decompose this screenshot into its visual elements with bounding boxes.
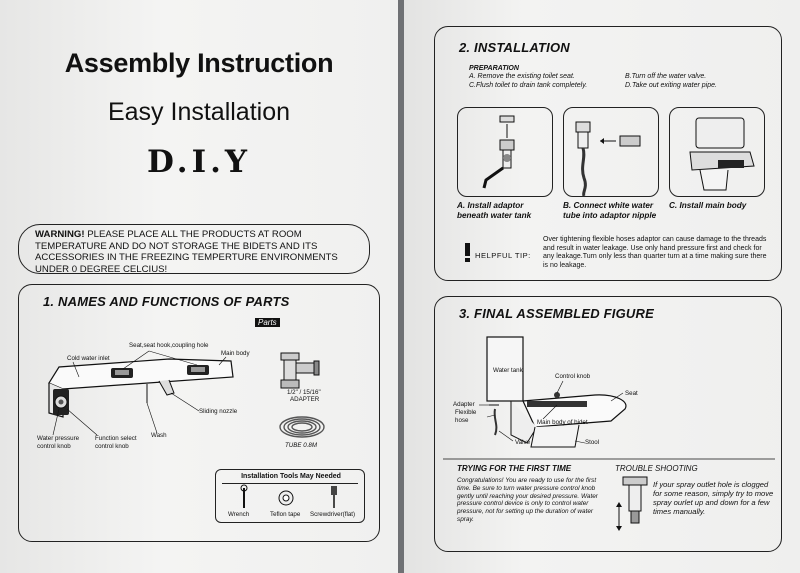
parts-section: 1. NAMES AND FUNCTIONS OF PARTS Parts — [18, 284, 380, 542]
tools-heading: Installation Tools May Needed — [241, 473, 341, 480]
step-a-caption: A. Install adaptor beneath water tank — [457, 201, 532, 220]
tip-exclamation-dot — [465, 258, 470, 262]
tools-drawing — [240, 484, 337, 508]
toilet-assembly-drawing — [443, 336, 775, 531]
warning-body: PLEASE PLACE ALL THE PRODUCTS AT ROOM TE… — [35, 229, 338, 275]
tip-exclamation-icon — [465, 243, 470, 256]
label-sliding-nozzle: Sliding nozzle — [199, 408, 238, 415]
label-main-body: Main body — [221, 350, 250, 357]
prep-heading: PREPARATION — [469, 65, 519, 72]
bidet-parts-drawing — [48, 350, 325, 438]
step-c-caption: C. Install main body — [669, 201, 747, 210]
final-figure-section: 3. FINAL ASSEMBLED FIGURE — [434, 296, 782, 552]
trying-heading: TRYING FOR THE FIRST TIME — [457, 464, 572, 473]
label-control-knob: Control knob — [555, 373, 591, 380]
main-body-install-drawing — [689, 117, 755, 191]
adapter-install-drawing — [482, 115, 515, 189]
label-stool: Stool — [585, 439, 600, 446]
label-adapter: ADAPTER — [290, 396, 320, 403]
trouble-heading: TROUBLE SHOOTING — [615, 464, 698, 473]
warning-text: WARNING! PLEASE PLACE ALL THE PRODUCTS A… — [35, 229, 361, 275]
nozzle-drawing — [616, 476, 648, 531]
label-flexible-hose: Flexible hose — [455, 409, 477, 424]
step-a-figure — [457, 107, 553, 197]
label-wash: Wash — [151, 432, 167, 439]
diy-label: D.I.Y — [147, 144, 251, 180]
prep-b: B.Turn off the water valve. — [625, 73, 707, 80]
adapter-drawing — [280, 352, 320, 389]
label-pressure-knob: Water pressure control knob — [37, 435, 80, 450]
tools-box: Installation Tools May Needed Wrench Tef… — [215, 469, 365, 523]
section2-heading: 2. INSTALLATION — [459, 40, 570, 55]
page-title: Assembly Instruction — [64, 48, 334, 78]
tool-wrench: Wrench — [228, 511, 250, 518]
prep-a: A. Remove the existing toilet seat. — [469, 73, 575, 80]
label-seat-hole: Seat,seat hook,coupling hole — [129, 342, 209, 349]
label-adapter: Adapter — [453, 401, 475, 408]
left-page: Assembly Instruction Easy Installation D… — [0, 0, 398, 573]
prep-c: C.Flush toilet to drain tank completely. — [469, 82, 588, 89]
step-b-caption: B. Connect white water tube into adaptor… — [563, 201, 657, 220]
tube-connect-drawing — [575, 121, 641, 197]
trouble-text: If your spray outlet hole is clogged for… — [653, 480, 774, 516]
tip-label: HELPFUL TIP: — [475, 251, 531, 260]
label-function-knob: Function select control knob — [95, 435, 137, 450]
trying-text: Congratulations! You are ready to use fo… — [457, 477, 598, 523]
tube-coil-drawing — [279, 416, 325, 438]
section3-heading: 3. FINAL ASSEMBLED FIGURE — [459, 306, 654, 321]
installation-section: 2. INSTALLATION PREPARATION A. Remove th… — [434, 26, 782, 281]
label-tube: TUBE 0.8M — [285, 442, 317, 449]
section1-heading: 1. NAMES AND FUNCTIONS OF PARTS — [43, 294, 290, 309]
label-main-body-bidet: Main body of bidet — [537, 419, 588, 426]
label-valve: Valve — [515, 439, 531, 446]
tool-screwdriver: Screwdriver(flat) — [310, 511, 356, 518]
label-adapter-size: 1/2" / 15/16" — [287, 389, 321, 396]
label-seat: Seat — [625, 390, 638, 397]
label-cold-inlet: Cold water inlet — [67, 355, 110, 362]
page-subtitle: Easy Installation — [107, 98, 291, 126]
tip-text: Over tightening flexible hoses adaptor c… — [543, 236, 767, 269]
step-c-figure — [669, 107, 765, 197]
parts-tag: Parts — [255, 318, 280, 327]
tool-teflon: Teflon tape — [270, 511, 301, 518]
step-b-figure — [563, 107, 659, 197]
label-water-tank: Water tank — [493, 367, 523, 374]
prep-d: D.Take out exiting water pipe. — [625, 82, 717, 89]
warning-lead: WARNING! — [35, 229, 85, 240]
right-page: 2. INSTALLATION PREPARATION A. Remove th… — [404, 0, 800, 573]
warning-box: WARNING! PLEASE PLACE ALL THE PRODUCTS A… — [18, 224, 370, 275]
